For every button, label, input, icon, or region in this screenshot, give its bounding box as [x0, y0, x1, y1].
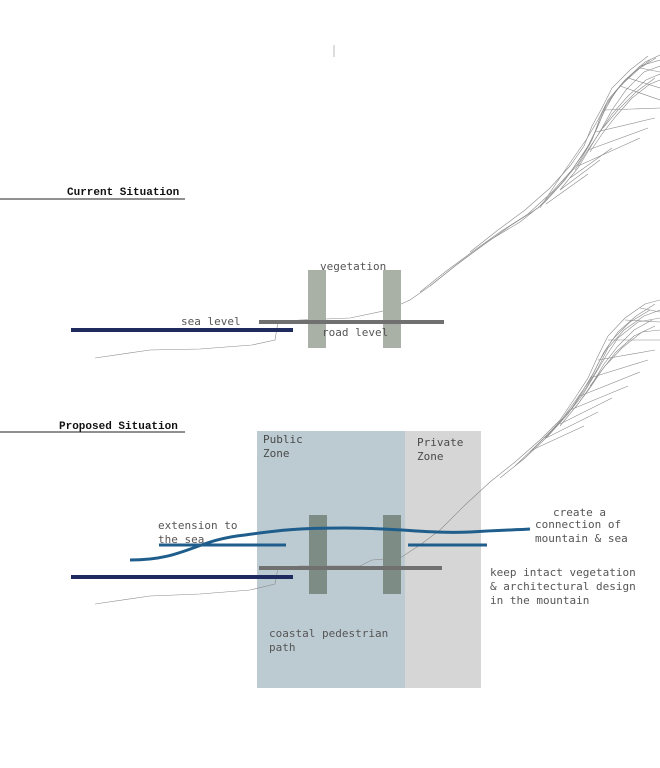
current-situation-title: Current Situation	[67, 187, 179, 199]
vegetation-block-left	[308, 270, 326, 348]
vegetation-label: vegetation	[320, 260, 386, 273]
mountain-terrain-proposed	[94, 299, 660, 605]
proposed-situation-section: Proposed Situation Public Zone Private Z…	[0, 299, 660, 688]
road-level-label: road level	[322, 326, 388, 339]
current-situation-section: Current Situation vegetati	[0, 54, 660, 359]
connection-curve	[129, 526, 531, 562]
vegetation-block-right	[383, 270, 401, 348]
sea-level-label: sea level	[181, 315, 241, 328]
connection-label: create a connection of mountain & sea	[535, 506, 628, 545]
vegetation-block-right-proposed	[383, 515, 401, 594]
extension-to-sea-label: extension to the sea	[158, 519, 244, 546]
vegetation-block-left-proposed	[309, 515, 327, 594]
private-zone-label: Private Zone	[417, 436, 470, 463]
public-zone-label: Public Zone	[263, 433, 309, 460]
mountain-terrain-current	[94, 54, 660, 359]
keep-intact-label: keep intact vegetation & architectural d…	[490, 566, 642, 607]
coastal-path-label: coastal pedestrian path	[269, 627, 395, 654]
private-zone-area	[405, 431, 481, 688]
proposed-situation-title: Proposed Situation	[59, 421, 178, 433]
